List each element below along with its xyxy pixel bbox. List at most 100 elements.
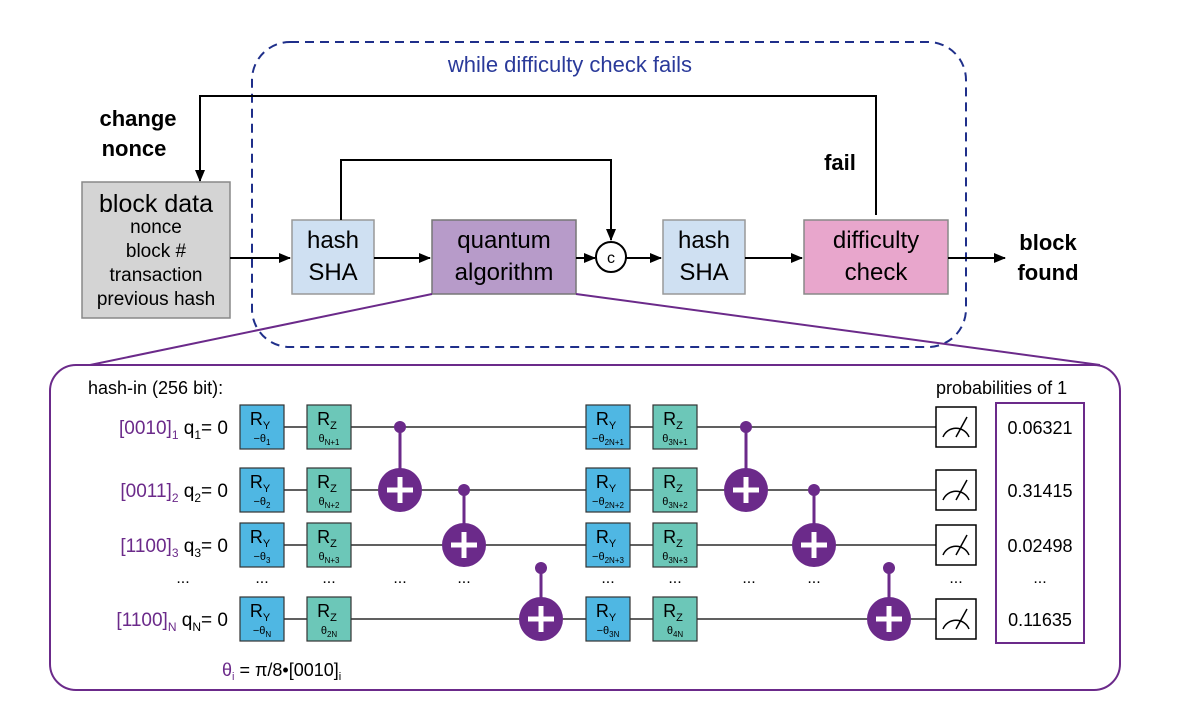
rz-gate-b-2-param: θ3N+2 bbox=[662, 496, 688, 510]
ellipsis-c5: ... bbox=[807, 570, 820, 587]
ellipsis-c1: ... bbox=[393, 570, 406, 587]
rz-gate-b-2 bbox=[652, 467, 698, 513]
ry-gate-b-3-param: −θ2N+3 bbox=[592, 551, 624, 565]
ry-gate-b-4-label: RY bbox=[596, 601, 617, 624]
probabilities-label: probabilities of 1 bbox=[936, 378, 1067, 398]
rz-gate-b-1-label: RZ bbox=[663, 409, 683, 432]
qubit-label-4: [1100]N qN= 0 bbox=[116, 610, 228, 634]
quantum-algorithm-box bbox=[431, 219, 577, 295]
hash-sha-2-line1: hash bbox=[678, 227, 730, 254]
change-nonce-line2: nonce bbox=[102, 136, 167, 161]
cnot-2-control bbox=[458, 484, 470, 496]
measure-icon-3-arc bbox=[942, 545, 970, 556]
block-found-line2: found bbox=[1017, 260, 1078, 285]
rz-gate-a-1-label: RZ bbox=[317, 409, 337, 432]
ry-gate-b-3-label: RY bbox=[596, 527, 617, 550]
ry-gate-b-4-param: −θ3N bbox=[597, 625, 620, 639]
cnot-5-control bbox=[808, 484, 820, 496]
rz-gate-a-4 bbox=[306, 596, 352, 642]
ellipsis-c2: ... bbox=[457, 570, 470, 587]
measure-icon-4-arc bbox=[942, 619, 970, 630]
rz-gate-a-1-param: θN+1 bbox=[318, 433, 340, 447]
rz-gate-b-3-param: θ3N+3 bbox=[662, 551, 688, 565]
ry-gate-a-2-param: −θ2 bbox=[254, 496, 272, 510]
ry-gate-a-3 bbox=[239, 522, 285, 568]
cnot-4-control bbox=[740, 421, 752, 433]
measure-icon-4-needle bbox=[955, 608, 968, 630]
hash-sha-1-line2: SHA bbox=[308, 259, 357, 286]
loop-region bbox=[251, 41, 967, 348]
fail-label: fail bbox=[824, 150, 856, 175]
block-found-line1: block bbox=[1019, 230, 1077, 255]
qubit-label-3: [1100]3 q3= 0 bbox=[120, 536, 228, 560]
combine-label: c bbox=[607, 250, 615, 267]
rz-gate-b-3 bbox=[652, 522, 698, 568]
rz-gate-b-4-param: θ4N bbox=[667, 625, 684, 639]
hash-in-label: hash-in (256 bit): bbox=[88, 378, 223, 398]
probability-value-3: 0.02498 bbox=[1007, 536, 1072, 556]
qubit-label-2: [0011]2 q2= 0 bbox=[120, 481, 228, 505]
bypass-arrow bbox=[340, 159, 616, 241]
block-data-prevhash: previous hash bbox=[97, 289, 215, 310]
rz-gate-a-4-param: θ2N bbox=[321, 625, 338, 639]
quantum-line2: algorithm bbox=[455, 259, 554, 286]
ry-gate-b-1 bbox=[585, 404, 631, 450]
ry-gate-a-3-param: −θ3 bbox=[254, 551, 272, 565]
rz-gate-a-1 bbox=[306, 404, 352, 450]
hash-sha-2-line2: SHA bbox=[679, 259, 728, 286]
ellipsis-prob: ... bbox=[1033, 570, 1046, 587]
ellipsis-label: ... bbox=[176, 570, 189, 587]
ellipsis-meas: ... bbox=[949, 570, 962, 587]
loop-label: while difficulty check fails bbox=[447, 52, 692, 77]
change-nonce-arrow bbox=[195, 95, 877, 215]
block-data-box bbox=[81, 181, 231, 319]
rz-gate-b-4-label: RZ bbox=[663, 601, 683, 624]
measure-icon-2 bbox=[935, 469, 977, 511]
ellipsis-rz-b: ... bbox=[668, 570, 681, 587]
rz-gate-a-3 bbox=[306, 522, 352, 568]
cnot-6-control bbox=[883, 562, 895, 574]
ry-gate-a-1-label: RY bbox=[250, 409, 271, 432]
measure-icon-2-needle bbox=[955, 479, 968, 501]
ry-gate-b-2-label: RY bbox=[596, 472, 617, 495]
zoom-line-right bbox=[575, 293, 1101, 366]
measure-icon-1-arc bbox=[942, 427, 970, 438]
ellipsis-rz-a: ... bbox=[322, 570, 335, 587]
rz-gate-b-2-label: RZ bbox=[663, 472, 683, 495]
rz-gate-a-2 bbox=[306, 467, 352, 513]
block-data-transaction: transaction bbox=[110, 265, 203, 286]
rz-gate-a-4-label: RZ bbox=[317, 601, 337, 624]
ry-gate-a-1-param: −θ1 bbox=[254, 433, 272, 447]
rz-gate-b-3-label: RZ bbox=[663, 527, 683, 550]
ellipsis-ry-a: ... bbox=[255, 570, 268, 587]
ry-gate-a-2-label: RY bbox=[250, 472, 271, 495]
hash-sha-box-1 bbox=[291, 219, 375, 295]
cnot-1-control bbox=[394, 421, 406, 433]
rz-gate-a-2-param: θN+2 bbox=[318, 496, 340, 510]
theta-formula: θi = π/8•[0010]i bbox=[222, 660, 341, 683]
block-data-blocknum: block # bbox=[126, 241, 187, 262]
rz-gate-b-1-param: θ3N+1 bbox=[662, 433, 688, 447]
difficulty-line1: difficulty bbox=[833, 227, 919, 254]
probability-value-1: 0.06321 bbox=[1007, 418, 1072, 438]
rz-gate-b-4 bbox=[652, 596, 698, 642]
ry-gate-a-4-label: RY bbox=[250, 601, 271, 624]
probabilities-box bbox=[995, 402, 1085, 644]
ry-gate-a-1 bbox=[239, 404, 285, 450]
ry-gate-b-4 bbox=[585, 596, 631, 642]
ry-gate-b-1-param: −θ2N+1 bbox=[592, 433, 624, 447]
rz-gate-a-3-label: RZ bbox=[317, 527, 337, 550]
ry-gate-a-3-label: RY bbox=[250, 527, 271, 550]
ry-gate-a-4-param: −θN bbox=[253, 625, 272, 639]
measure-icon-3 bbox=[935, 524, 977, 566]
measure-icon-3-needle bbox=[955, 534, 968, 556]
quantum-line1: quantum bbox=[457, 227, 550, 254]
block-data-nonce: nonce bbox=[130, 217, 182, 238]
probability-value-4: 0.11635 bbox=[1008, 610, 1072, 630]
measure-icon-1-needle bbox=[955, 416, 968, 438]
difficulty-check-box bbox=[803, 219, 949, 295]
ellipsis-c4: ... bbox=[742, 570, 755, 587]
difficulty-line2: check bbox=[845, 259, 909, 286]
